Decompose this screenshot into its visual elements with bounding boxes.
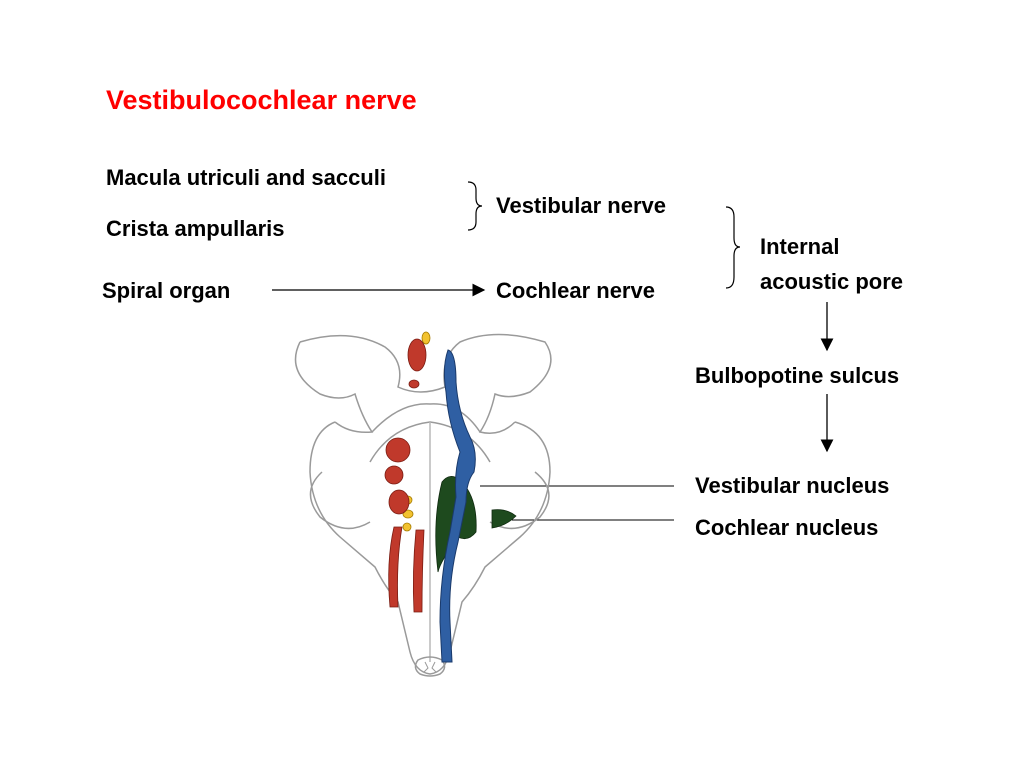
label-cochlear-nucleus: Cochlear nucleus	[695, 515, 879, 540]
brainstem-illustration	[294, 331, 552, 677]
nucleus-cochlear	[491, 509, 517, 529]
brace-internal-pore	[725, 206, 741, 289]
label-bulbopontine-sulcus: Bulbopotine sulcus	[695, 363, 900, 388]
nerve-tract-blue	[439, 349, 476, 663]
label-vestibular-nucleus: Vestibular nucleus	[695, 473, 890, 498]
nucleus-red	[407, 338, 427, 372]
nucleus-yellow	[421, 331, 431, 345]
diagram-title: Vestibulocochlear nerve	[106, 85, 417, 115]
brainstem-outline-body	[309, 421, 551, 675]
brainstem-outline-upper	[299, 333, 552, 434]
label-crista: Crista ampullaris	[106, 216, 285, 241]
label-cochlear-nerve: Cochlear nerve	[496, 278, 655, 303]
label-vestibular-nerve: Vestibular nerve	[496, 193, 666, 218]
label-acoustic-pore: acoustic pore	[760, 269, 904, 294]
brace-vestibular	[467, 181, 483, 231]
label-macula: Macula utriculi and sacculi	[106, 165, 386, 190]
label-spiral-organ: Spiral organ	[102, 278, 231, 303]
label-internal: Internal	[760, 234, 840, 259]
